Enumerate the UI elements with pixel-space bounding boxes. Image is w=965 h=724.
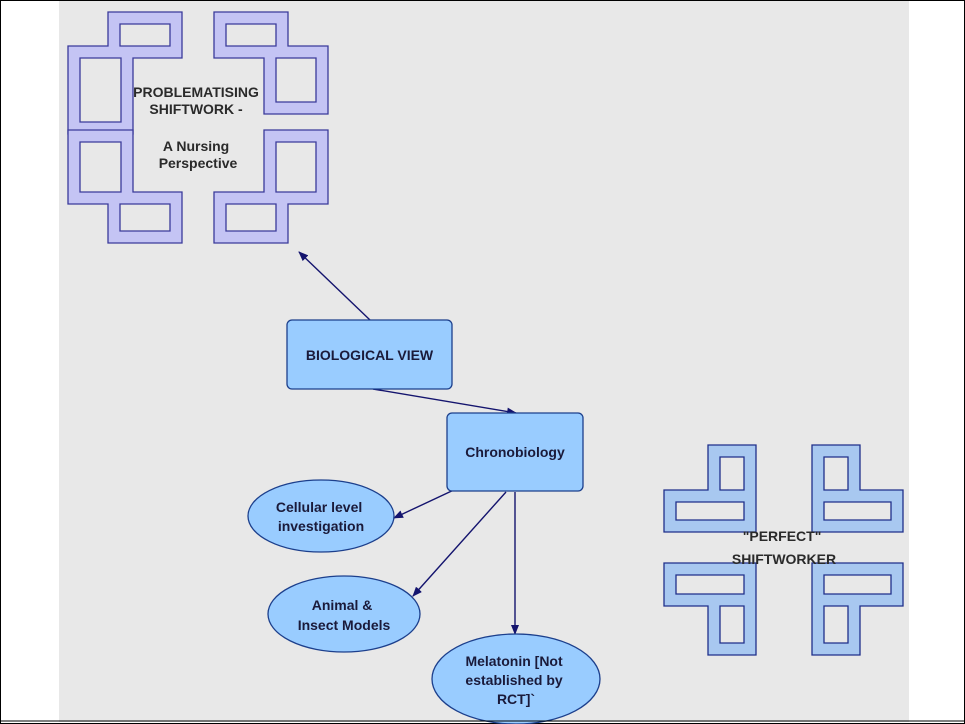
arrow-chrono-to-animal: [412, 491, 507, 597]
perfect-motif: [663, 444, 904, 656]
perfect-motif-text: "PERFECT" SHIFTWORKER: [732, 528, 836, 567]
animal-line-1: Animal &: [312, 597, 373, 613]
perfect-piece-bottom-right: [811, 562, 904, 656]
diagram-panel: [59, 1, 909, 722]
melatonin-line-2: established by: [465, 672, 562, 688]
node-chronobiology: Chronobiology: [446, 412, 584, 492]
cellular-line-1: Cellular level: [276, 499, 362, 515]
title-line-4: A Nursing: [163, 138, 229, 154]
melatonin-line-1: Melatonin [Not: [465, 653, 563, 669]
title-line-5: Perspective: [159, 155, 238, 171]
title-line-1: PROBLEMATISING: [133, 84, 259, 100]
motif-piece-bottom-right: [213, 129, 329, 244]
title-motif-text: PROBLEMATISING SHIFTWORK - A Nursing Per…: [133, 84, 263, 171]
animal-label: Animal & Insect Models: [298, 597, 391, 633]
node-animal: Animal & Insect Models: [267, 575, 421, 653]
melatonin-line-3: RCT]`: [497, 691, 535, 707]
perfect-piece-top-right: [811, 444, 904, 533]
perfect-piece-top-left: [663, 444, 757, 533]
perfect-line-1: "PERFECT": [743, 528, 822, 544]
perfect-piece-bottom-left: [663, 562, 757, 656]
motif-piece-top-right: [213, 11, 329, 115]
title-motif: [67, 11, 329, 244]
perfect-line-2: SHIFTWORKER: [732, 551, 836, 567]
motif-piece-bottom-left: [67, 129, 183, 244]
title-line-2: SHIFTWORK -: [149, 101, 243, 117]
node-cellular: Cellular level investigation: [247, 479, 395, 553]
animal-line-2: Insect Models: [298, 617, 391, 633]
cellular-line-2: investigation: [278, 518, 364, 534]
melatonin-label: Melatonin [Not established by RCT]`: [465, 653, 566, 707]
chronobiology-label: Chronobiology: [465, 444, 565, 460]
node-biological-view: BIOLOGICAL VIEW: [286, 319, 453, 390]
arrow-bio-to-title: [298, 251, 371, 321]
biological-view-label: BIOLOGICAL VIEW: [306, 347, 434, 363]
node-melatonin: Melatonin [Not established by RCT]`: [431, 633, 601, 724]
cellular-label: Cellular level investigation: [276, 499, 366, 534]
arrow-bio-to-chrono: [372, 388, 517, 416]
